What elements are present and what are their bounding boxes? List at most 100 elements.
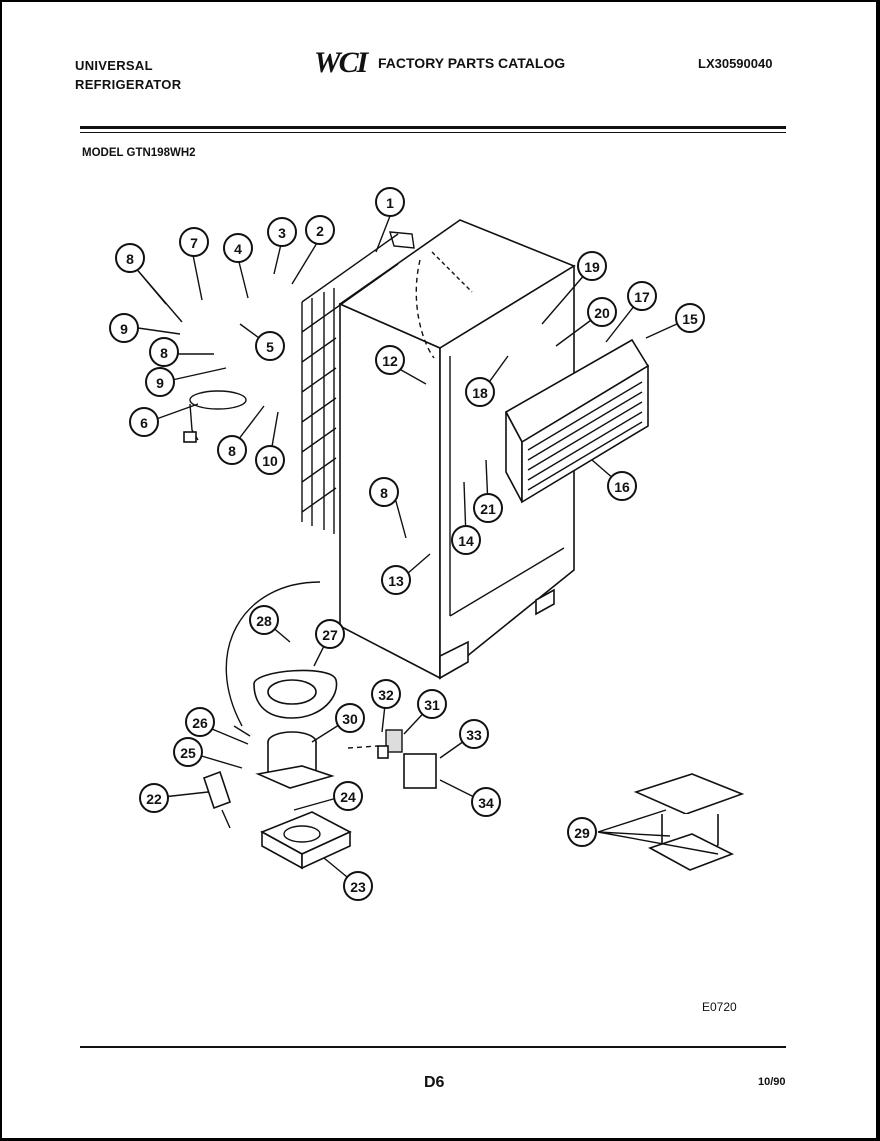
refrigerator-cabinet	[338, 219, 576, 680]
callout-12: 12	[375, 345, 405, 375]
compressor	[255, 731, 335, 789]
callout-number: 4	[234, 241, 242, 257]
callout-13: 13	[381, 565, 411, 595]
callout-number: 17	[634, 289, 650, 305]
callout-9: 9	[109, 313, 139, 343]
header-rule-thin	[80, 132, 786, 133]
footer-date: 10/90	[758, 1076, 786, 1088]
callout-15: 15	[675, 303, 705, 333]
callout-5: 5	[255, 331, 285, 361]
callout-number: 8	[380, 485, 388, 501]
callout-group: 1234567891012131415161718192021222324252…	[109, 187, 705, 901]
callout-number: 25	[180, 745, 196, 761]
alternate-compressor	[633, 773, 745, 871]
callout-8-2: 8	[149, 337, 179, 367]
callout-number: 30	[342, 711, 358, 727]
callout-number: 22	[146, 791, 162, 807]
leader-lines	[133, 215, 719, 887]
callout-17: 17	[627, 281, 657, 311]
callout-number: 16	[614, 479, 630, 495]
callout-number: 1	[386, 195, 394, 211]
callout-number: 23	[350, 879, 366, 895]
callout-28: 28	[249, 605, 279, 635]
callout-number: 5	[266, 339, 274, 355]
callout-number: 8	[160, 345, 168, 361]
callout-number: 8	[228, 443, 236, 459]
callout-8-5: 8	[369, 477, 399, 507]
callout-8-4: 8	[217, 435, 247, 465]
mounting-base	[260, 811, 352, 870]
callout-7: 7	[179, 227, 209, 257]
callout-number: 32	[378, 687, 394, 703]
catalog-number: LX30590040	[698, 56, 773, 71]
brand-line-2: REFRIGERATOR	[75, 77, 182, 92]
callout-25: 25	[173, 737, 203, 767]
power-cord	[183, 390, 247, 443]
wci-logo: WCI	[314, 46, 368, 79]
callout-number: 28	[256, 613, 272, 629]
callout-23: 23	[343, 871, 373, 901]
callout-16: 16	[607, 471, 637, 501]
callout-number: 31	[424, 697, 440, 713]
callout-number: 9	[156, 375, 164, 391]
callout-number: 12	[382, 353, 398, 369]
callout-33: 33	[459, 719, 489, 749]
callout-6: 6	[129, 407, 159, 437]
callout-number: 6	[140, 415, 148, 431]
callout-29: 29	[567, 817, 597, 847]
callout-21: 21	[473, 493, 503, 523]
callout-32: 32	[371, 679, 401, 709]
page-number: D6	[424, 1074, 445, 1091]
callout-number: 27	[322, 627, 338, 643]
callout-number: 20	[594, 305, 610, 321]
callout-number: 7	[190, 235, 198, 251]
callout-26: 26	[185, 707, 215, 737]
assembly-arrow	[225, 581, 321, 737]
drier	[202, 770, 232, 829]
footer-rule	[80, 1046, 786, 1048]
callout-number: 8	[126, 251, 134, 267]
callout-number: 13	[388, 573, 404, 589]
brand-line-1: UNIVERSAL	[75, 58, 153, 73]
catalog-title: FACTORY PARTS CATALOG	[378, 55, 566, 71]
callout-22: 22	[139, 783, 169, 813]
callout-number: 33	[466, 727, 482, 743]
callout-number: 26	[192, 715, 208, 731]
callout-number: 21	[480, 501, 496, 517]
callout-20: 20	[587, 297, 617, 327]
callout-10: 10	[255, 445, 285, 475]
callout-number: 2	[316, 223, 324, 239]
drawing-code: E0720	[702, 1000, 737, 1014]
callout-number: 24	[340, 789, 356, 805]
callout-number: 9	[120, 321, 128, 337]
callout-3: 3	[267, 217, 297, 247]
callout-8: 8	[115, 243, 145, 273]
compressor-pan	[253, 669, 338, 719]
callout-27: 27	[315, 619, 345, 649]
callout-number: 29	[574, 825, 590, 841]
callout-number: 3	[278, 225, 286, 241]
callout-number: 34	[478, 795, 494, 811]
callout-number: 18	[472, 385, 488, 401]
callout-14: 14	[451, 525, 481, 555]
evaporator	[504, 338, 650, 504]
callout-9-3: 9	[145, 367, 175, 397]
callout-number: 10	[262, 453, 278, 469]
header-rule-thick	[80, 126, 786, 129]
callout-number: 14	[458, 533, 474, 549]
model-label: MODEL GTN198WH2	[82, 147, 196, 159]
condenser-coil	[301, 231, 415, 534]
callout-number: 15	[682, 311, 698, 327]
callout-34: 34	[471, 787, 501, 817]
callout-19: 19	[577, 251, 607, 281]
callout-4: 4	[223, 233, 253, 263]
callout-1: 1	[375, 187, 405, 217]
callout-31: 31	[417, 689, 447, 719]
relay-parts	[347, 729, 437, 789]
callout-24: 24	[333, 781, 363, 811]
callout-2: 2	[305, 215, 335, 245]
callout-18: 18	[465, 377, 495, 407]
callout-number: 19	[584, 259, 600, 275]
